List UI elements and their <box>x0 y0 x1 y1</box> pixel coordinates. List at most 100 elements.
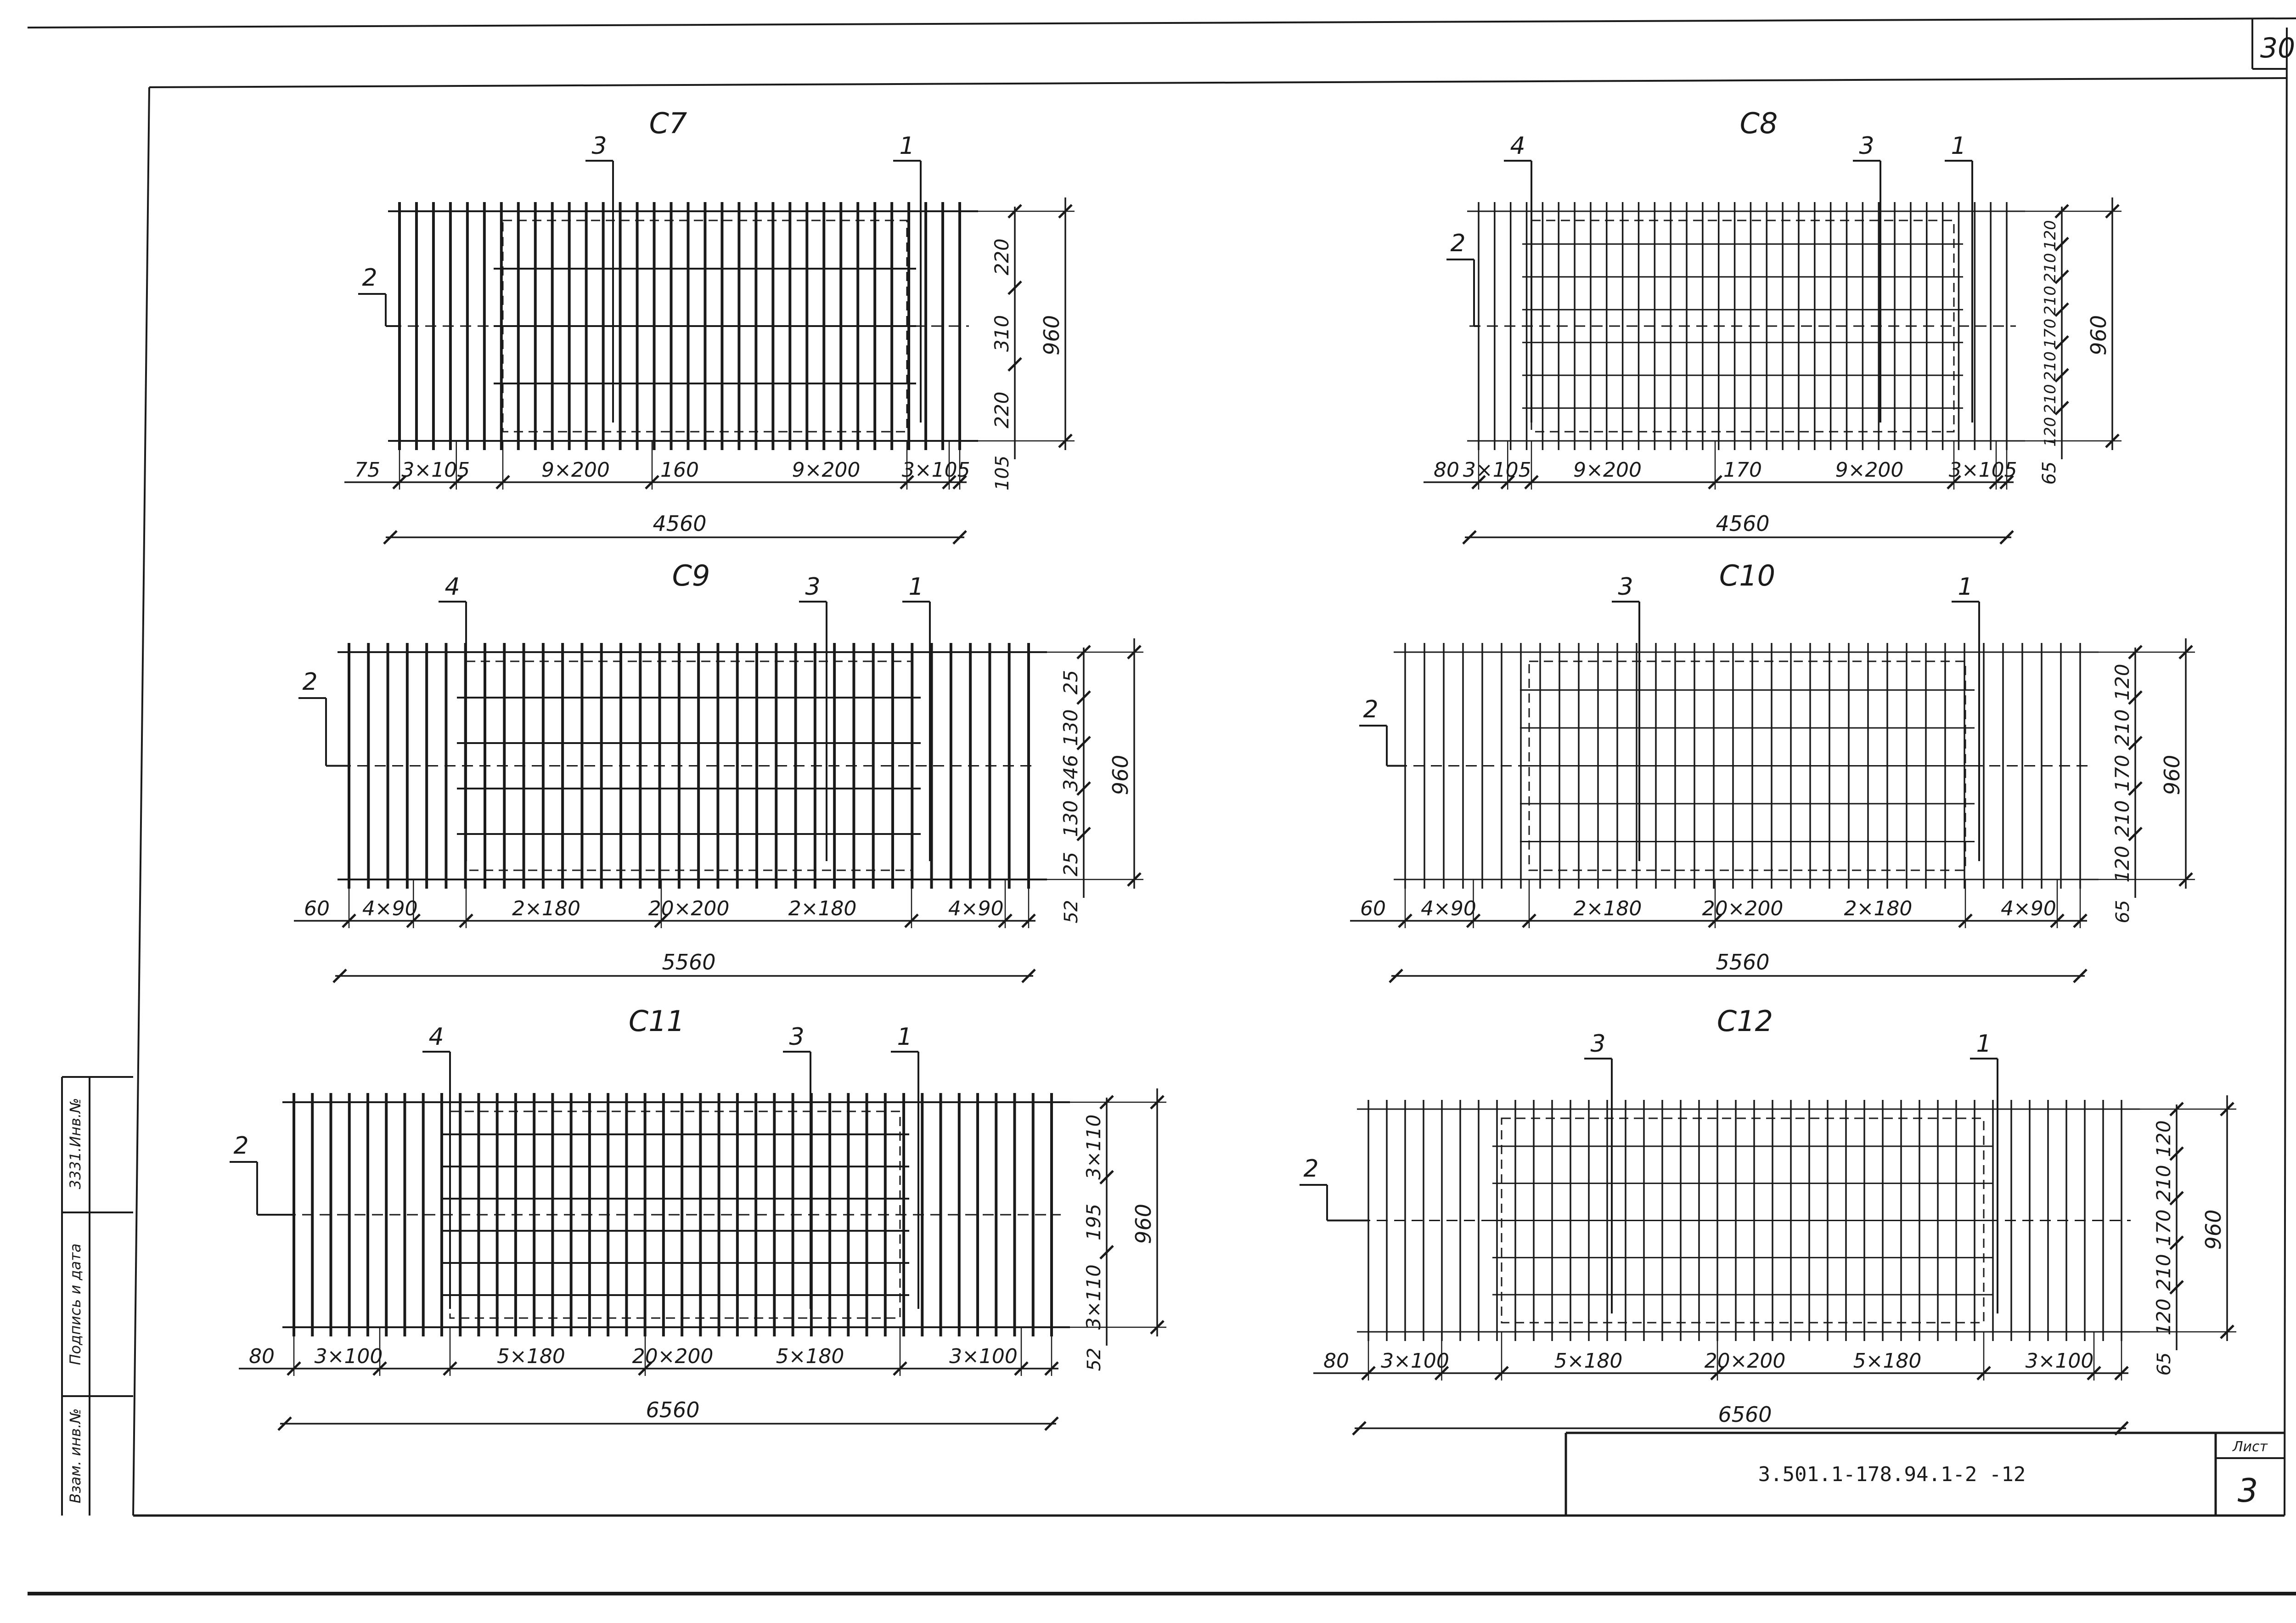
side-stamp-inventory: 3331.Инв.№ <box>67 1098 84 1189</box>
dimension-tick <box>645 475 659 490</box>
mesh-title: C7 <box>649 107 687 140</box>
dimension-tick <box>1389 969 1403 983</box>
chain-dimension-label: 3×100 <box>2026 1349 2094 1373</box>
dimension-tick <box>2128 781 2143 796</box>
side-dimension-label: 120 <box>2041 417 2060 447</box>
chain-dimension-label: 4×90 <box>948 897 1004 920</box>
callout-label: 1 <box>1951 132 1966 160</box>
side-dimension-label: 210 <box>2041 351 2060 381</box>
dimension-tick <box>1999 475 2014 490</box>
chain-dimension-label: 5×180 <box>776 1345 844 1368</box>
dimension-tick <box>952 530 967 545</box>
dimension-tick <box>2128 645 2143 659</box>
dimension-tick <box>2054 270 2069 284</box>
chain-dimension-label: 4×90 <box>1421 897 1476 920</box>
side-stamp-replacement: Взам. инв.№ <box>67 1408 84 1503</box>
dimension-tick <box>900 475 914 490</box>
dimension-tick <box>1007 280 1022 295</box>
callout-label: 2 <box>302 668 317 696</box>
chain-dimension-label: 80 <box>249 1345 275 1368</box>
frame-inner-left <box>132 87 150 1516</box>
side-dimension-label: 130 <box>1059 800 1082 837</box>
dimension-tick <box>2169 1280 2184 1295</box>
side-dimension-label: 195 <box>1082 1204 1105 1240</box>
chain-dimension-label: 75 <box>355 458 380 482</box>
side-dimension-label: 220 <box>990 238 1013 275</box>
dimension-tick <box>2220 1324 2234 1339</box>
dimension-tick <box>2050 913 2065 928</box>
dimension-tick <box>406 913 421 928</box>
edge-dimension-label: 105 <box>992 456 1013 490</box>
side-dimension-label: 120 <box>2111 664 2133 700</box>
dimension-tick <box>332 969 347 983</box>
dimension-tick <box>1352 1421 1367 1436</box>
edge-dimension-label: 65 <box>2112 900 2133 924</box>
dimension-tick <box>1058 204 1073 219</box>
dimension-tick <box>443 1361 457 1376</box>
dimension-tick <box>1007 357 1022 372</box>
callout-label: 3 <box>1590 1030 1605 1058</box>
chain-dimension-label: 60 <box>1360 897 1386 920</box>
dimension-tick <box>1710 1366 1725 1381</box>
dimension-tick <box>1058 434 1073 448</box>
callout-label: 3 <box>591 132 607 160</box>
chain-dimension-label: 5×180 <box>497 1345 565 1368</box>
overall-length-label: 5560 <box>662 950 715 975</box>
dimension-tick <box>1127 645 1142 659</box>
dimension-tick <box>1044 1361 1059 1376</box>
side-dimension-label: 25 <box>1059 670 1082 694</box>
callout-label: 1 <box>908 573 923 601</box>
frame-inner-right <box>2284 27 2288 1516</box>
callout-label: 2 <box>362 264 377 292</box>
dimension-tick <box>2220 1102 2234 1116</box>
dimension-tick <box>638 1361 653 1376</box>
chain-dimension-label: 3×105 <box>401 458 470 482</box>
callout-label: 4 <box>445 573 460 601</box>
chain-dimension-label: 4×90 <box>2001 897 2056 920</box>
chain-dimension-label: 2×180 <box>512 897 580 920</box>
overall-width-label: 960 <box>2160 755 2184 795</box>
callout-label: 3 <box>1618 573 1633 601</box>
dimension-tick <box>1989 475 2003 490</box>
callout-label: 1 <box>1958 573 1973 601</box>
callout-label: 2 <box>1450 230 1465 257</box>
overall-width-label: 960 <box>2086 315 2111 355</box>
dimension-tick <box>277 1416 292 1431</box>
dimension-tick <box>2178 645 2193 659</box>
overall-width-label: 960 <box>1039 315 1064 355</box>
dimension-tick <box>1099 1095 1114 1110</box>
chain-dimension-label: 2×180 <box>788 897 857 920</box>
callout-label: 2 <box>1363 696 1378 723</box>
chain-dimension-label: 4×90 <box>362 897 418 920</box>
callout-label: 3 <box>789 1023 804 1051</box>
callout-label: 2 <box>233 1132 248 1160</box>
callout-label: 1 <box>1976 1030 1991 1058</box>
chain-dimension-label: 2×180 <box>1844 897 1913 920</box>
chain-dimension-label: 3×105 <box>1949 458 2017 482</box>
side-dimension-label: 346 <box>1059 755 1082 791</box>
edge-dimension-label: 65 <box>2039 462 2060 485</box>
dimension-tick <box>2114 1421 2129 1436</box>
callout-label: 1 <box>897 1023 912 1051</box>
side-dimension-label: 210 <box>2041 253 2060 283</box>
dimension-tick <box>1021 969 1036 983</box>
side-dimension-label: 220 <box>990 392 1013 428</box>
chain-dimension-label: 3×100 <box>1381 1349 1449 1373</box>
sheet-label: Лист <box>2232 1439 2268 1455</box>
side-dimension-label: 120 <box>2111 845 2133 882</box>
dimension-tick <box>2169 1146 2184 1161</box>
chain-dimension-label: 9×200 <box>541 458 610 482</box>
chain-dimension-label: 9×200 <box>792 458 861 482</box>
dimension-tick <box>459 913 473 928</box>
overall-length-label: 4560 <box>653 511 706 536</box>
dimension-tick <box>2054 237 2069 252</box>
dimension-tick <box>2105 434 2120 448</box>
dimension-tick <box>342 913 356 928</box>
chain-dimension-label: 9×200 <box>1573 458 1642 482</box>
dimension-tick <box>1076 827 1091 841</box>
